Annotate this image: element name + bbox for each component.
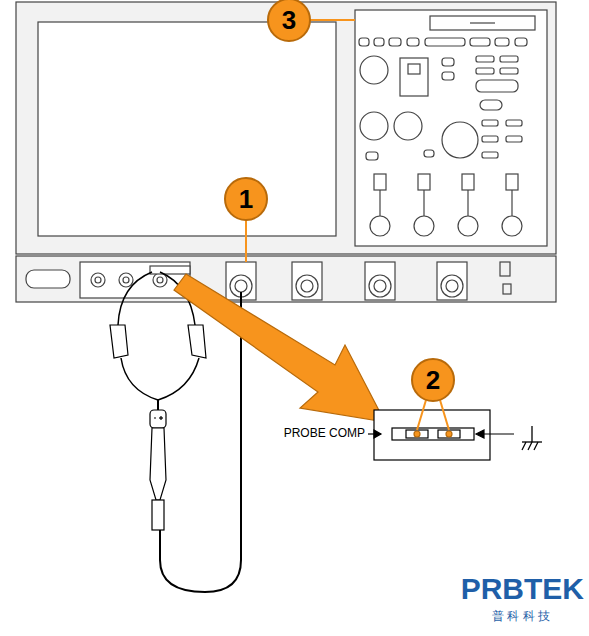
logo-text: PRBTEK bbox=[461, 572, 584, 605]
callout-number: 3 bbox=[282, 5, 296, 36]
callout-circle: 3 bbox=[267, 0, 311, 42]
callout-number: 1 bbox=[239, 184, 253, 215]
callout-circle: 2 bbox=[411, 358, 455, 402]
logo-subtitle: 普 科 科 技 bbox=[492, 610, 550, 623]
callout-circle: 1 bbox=[224, 177, 268, 221]
callout-number: 2 bbox=[426, 365, 440, 396]
port-label: PROBE COMP bbox=[284, 427, 365, 440]
